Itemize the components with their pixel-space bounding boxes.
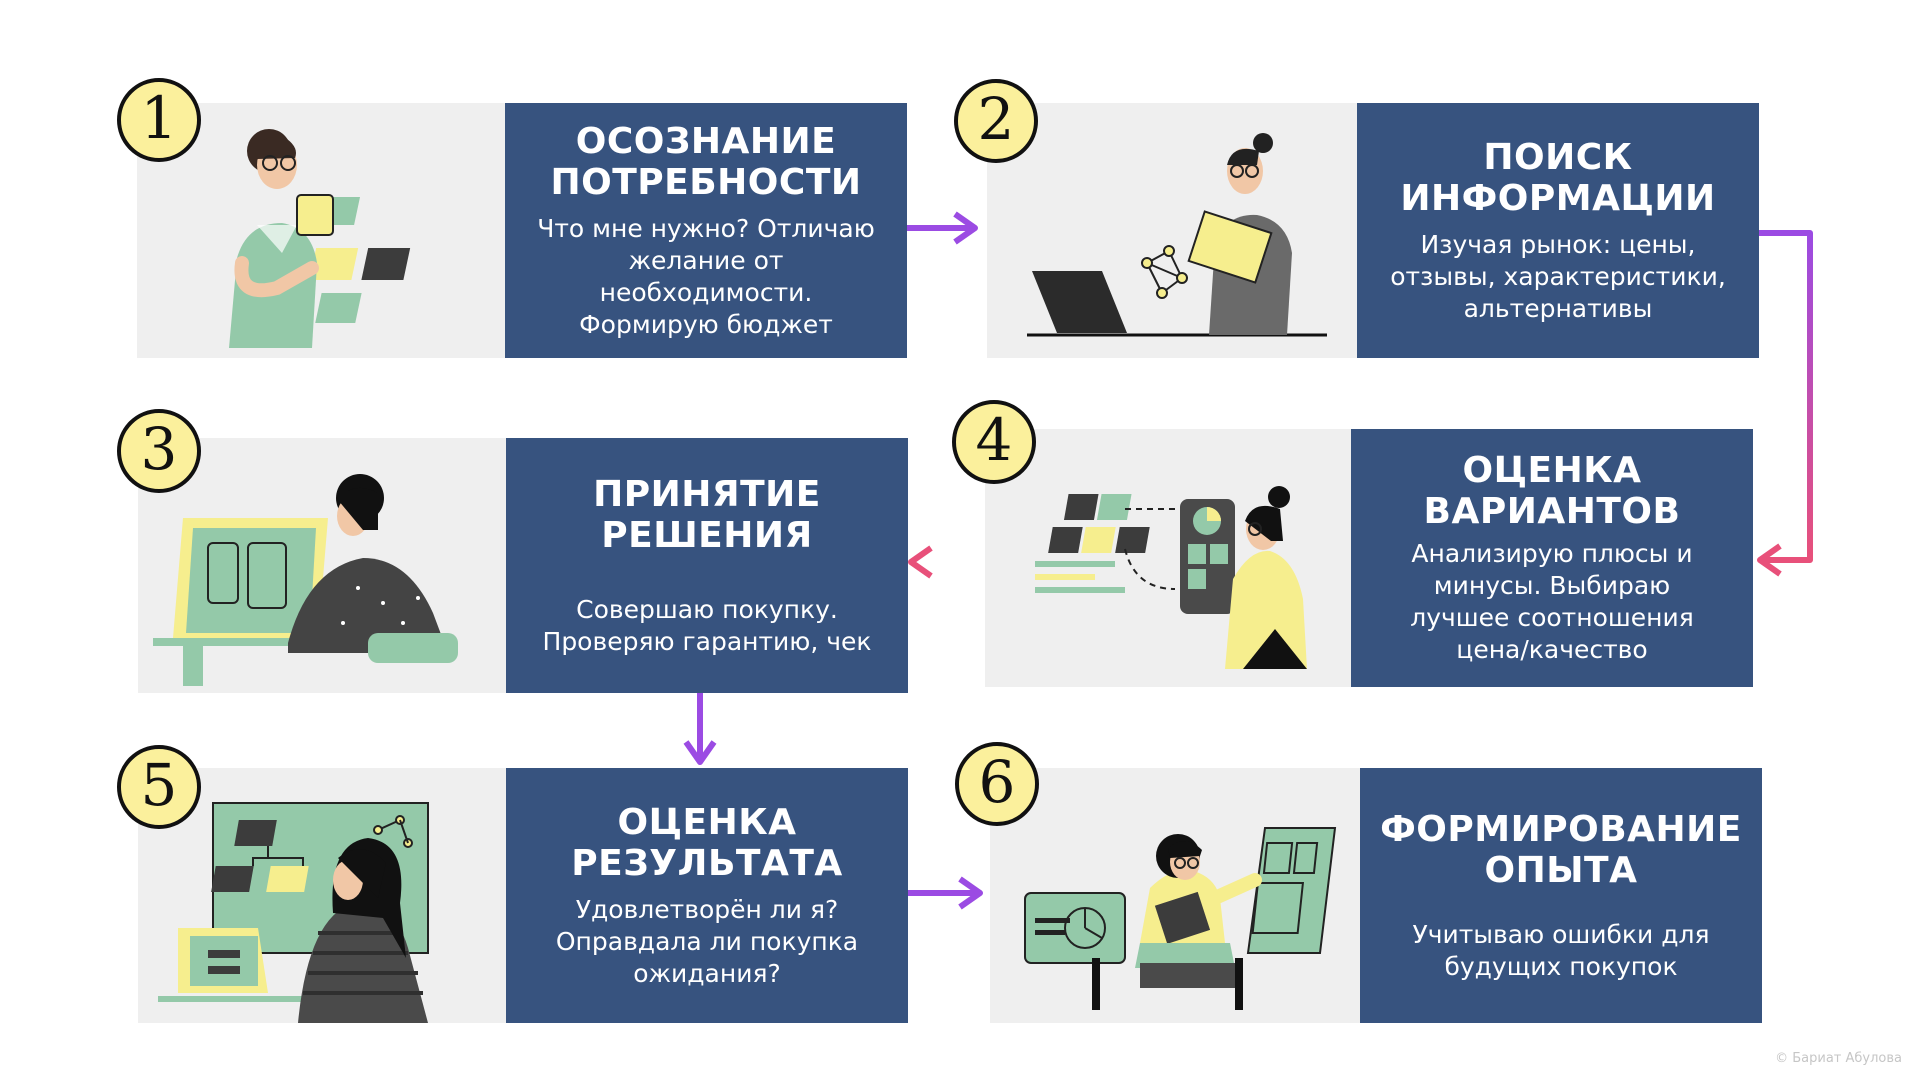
step-6-desc-line: Учитываю ошибки для [1412,919,1710,949]
step-5-title: ОЦЕНКА РЕЗУЛЬТАТА [571,802,842,884]
step-2-title-line: ПОИСК [1483,136,1633,178]
step-4-number-badge: 4 [952,400,1036,484]
step-2-description: Изучая рынок: цены, отзывы, характеристи… [1390,229,1726,325]
arrow-2-to-4 [1757,230,1813,577]
step-6-title: ФОРМИРОВАНИЕ ОПЫТА [1380,809,1742,891]
step-4-description: Анализирую плюсы и минусы. Выбираю лучше… [1410,538,1694,666]
arrow-4-to-3 [908,545,985,579]
step-card-6: ФОРМИРОВАНИЕ ОПЫТА Учитываю ошибки для б… [990,768,1762,1023]
step-4-title-line: ОЦЕНКА [1462,450,1642,491]
step-3-title-line: РЕШЕНИЯ [601,514,813,556]
step-6-number-badge: 6 [955,742,1039,826]
step-1-description: Что мне нужно? Отличаю желание от необхо… [537,213,875,341]
step-4-title: ОЦЕНКА ВАРИАНТОВ [1424,450,1681,532]
step-1-title-line: ПОТРЕБНОСТИ [550,161,862,203]
step-card-2: ПОИСК ИНФОРМАЦИИ Изучая рынок: цены, отз… [987,103,1759,358]
step-card-5: ОЦЕНКА РЕЗУЛЬТАТА Удовлетворён ли я? Опр… [138,768,908,1023]
step-4-number: 4 [975,406,1013,474]
step-3-title-line: ПРИНЯТИЕ [593,473,821,515]
step-5-desc-line: Оправдала ли покупка [555,926,859,956]
step-6-description: Учитываю ошибки для будущих покупок [1412,919,1709,983]
arrow-5-to-6 [908,876,983,910]
step-3-panel: ПРИНЯТИЕ РЕШЕНИЯ Совершаю покупку. Прове… [506,438,908,693]
step-2-number: 2 [977,85,1015,153]
step-1-desc-line: желание от [628,245,784,275]
step-3-number-badge: 3 [117,409,201,493]
step-1-number: 1 [140,84,178,152]
step-5-desc-line: Удовлетворён ли я? [575,894,839,924]
step-3-title: ПРИНЯТИЕ РЕШЕНИЯ [593,474,821,556]
step-1-title-line: ОСОЗНАНИЕ [575,120,837,162]
step-3-number: 3 [140,415,178,483]
step-6-number: 6 [978,748,1016,816]
step-3-desc-line: Проверяю гарантию, чек [542,626,872,656]
step-2-desc-line: отзывы, характеристики, [1390,261,1726,291]
step-5-panel: ОЦЕНКА РЕЗУЛЬТАТА Удовлетворён ли я? Опр… [506,768,908,1023]
step-1-title: ОСОЗНАНИЕ ПОТРЕБНОСТИ [550,121,861,203]
step-6-title-line: ОПЫТА [1484,849,1638,891]
step-1-panel: ОСОЗНАНИЕ ПОТРЕБНОСТИ Что мне нужно? Отл… [505,103,907,358]
step-5-number: 5 [140,751,178,819]
step-6-panel: ФОРМИРОВАНИЕ ОПЫТА Учитываю ошибки для б… [1360,768,1762,1023]
step-card-3: ПРИНЯТИЕ РЕШЕНИЯ Совершаю покупку. Прове… [138,438,908,693]
step-1-desc-line: Что мне нужно? Отличаю [537,213,875,243]
step-4-panel: ОЦЕНКА ВАРИАНТОВ Анализирую плюсы и мину… [1351,429,1753,687]
step-6-desc-line: будущих покупок [1444,951,1678,981]
step-2-title: ПОИСК ИНФОРМАЦИИ [1400,137,1715,219]
step-6-illustration [990,768,1360,1023]
arrow-1-to-2 [907,211,978,245]
step-3-desc-line: Совершаю покупку. [576,594,838,624]
step-3-illustration [138,438,506,693]
step-2-panel: ПОИСК ИНФОРМАЦИИ Изучая рынок: цены, отз… [1357,103,1759,358]
step-4-illustration [985,429,1351,687]
step-2-desc-line: альтернативы [1463,293,1653,323]
step-6-title-line: ФОРМИРОВАНИЕ [1380,808,1742,850]
step-card-4: ОЦЕНКА ВАРИАНТОВ Анализирую плюсы и мину… [985,429,1753,687]
step-1-illustration [137,103,505,358]
step-5-title-line: РЕЗУЛЬТАТА [571,842,843,884]
step-2-number-badge: 2 [954,79,1038,163]
step-4-desc-line: лучшее соотношения [1410,603,1694,632]
step-5-illustration [138,768,506,1023]
step-4-desc-line: минусы. Выбираю [1433,571,1671,600]
step-5-number-badge: 5 [117,745,201,829]
step-1-desc-line: Формирую бюджет [579,309,833,339]
step-5-desc-line: ожидания? [633,958,781,988]
step-4-desc-line: цена/качество [1456,635,1648,664]
step-card-1: ОСОЗНАНИЕ ПОТРЕБНОСТИ Что мне нужно? Отл… [137,103,907,358]
step-5-title-line: ОЦЕНКА [617,801,797,843]
step-2-illustration [987,103,1357,358]
arrow-3-to-5 [683,693,717,765]
step-2-desc-line: Изучая рынок: цены, [1420,229,1696,259]
step-1-desc-line: необходимости. [599,277,813,307]
step-2-title-line: ИНФОРМАЦИИ [1400,177,1716,219]
step-1-number-badge: 1 [117,78,201,162]
step-4-title-line: ВАРИАНТОВ [1423,491,1681,532]
step-5-description: Удовлетворён ли я? Оправдала ли покупка … [556,894,858,990]
step-3-description: Совершаю покупку. Проверяю гарантию, чек [543,594,872,658]
step-4-desc-line: Анализирую плюсы и [1411,539,1693,568]
copyright-text: © Бариат Абулова [1775,1051,1902,1066]
